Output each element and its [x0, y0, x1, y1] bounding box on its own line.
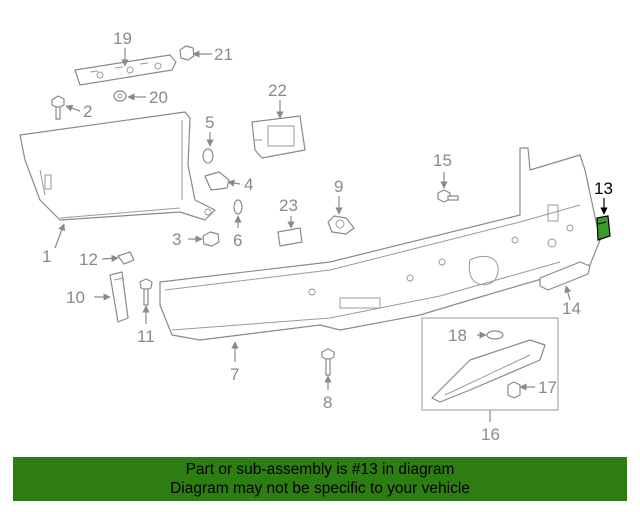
part-20-pin	[113, 90, 127, 102]
callout-4: 4	[244, 175, 253, 194]
callout-15: 15	[433, 151, 452, 170]
callout-3: 3	[172, 230, 181, 249]
part-11-screw	[139, 278, 153, 306]
part-19-bracket	[74, 54, 177, 86]
banner-line-1: Part or sub-assembly is #13 in diagram	[185, 461, 455, 478]
part-8-bolt	[321, 348, 335, 376]
callout-10: 10	[66, 288, 85, 307]
callout-19: 19	[113, 29, 132, 48]
callout-2: 2	[83, 102, 92, 121]
callout-20: 20	[149, 88, 168, 107]
part-5-grommet	[202, 148, 214, 164]
part-22-sensor-bracket	[251, 115, 306, 159]
part-1-side-bracket	[19, 111, 216, 221]
part-13-highlighted-bracket	[596, 215, 611, 241]
callout-18: 18	[448, 326, 467, 345]
callout-23: 23	[279, 196, 298, 215]
part-14-step-pad	[539, 261, 591, 291]
callout-22: 22	[268, 81, 287, 100]
callout-14: 14	[562, 299, 581, 318]
callout-16: 16	[481, 425, 500, 444]
callout-6: 6	[233, 231, 242, 250]
callout-12: 12	[79, 250, 98, 269]
callout-7: 7	[230, 365, 239, 384]
part-23-label	[277, 227, 303, 247]
leader-lines	[54, 48, 608, 422]
callout-5: 5	[205, 113, 214, 132]
callout-1: 1	[42, 247, 51, 266]
callout-21: 21	[214, 45, 233, 64]
callout-17: 17	[538, 378, 557, 397]
part-2-bolt	[51, 95, 65, 120]
callout-labels: 19 21 2 20 5 4 6 3 22 23 9 15 1 12 10 11…	[42, 29, 613, 444]
info-banner: Part or sub-assembly is #13 in diagram D…	[13, 457, 627, 501]
banner-line-2: Diagram may not be specific to your vehi…	[170, 480, 470, 497]
part-7-bumper-cover	[159, 147, 601, 341]
part-6-washer	[233, 199, 243, 215]
part-9-sensor	[327, 215, 355, 235]
part-21-nut	[179, 45, 195, 61]
part-15-bolt	[437, 189, 459, 203]
part-12-clip	[117, 251, 135, 265]
callout-11: 11	[137, 327, 155, 346]
callout-9: 9	[334, 177, 343, 196]
part-3-nut	[202, 231, 220, 247]
parts-diagram: 19 21 2 20 5 4 6 3 22 23 9 15 1 12 10 11…	[19, 29, 613, 444]
part-4-clip	[204, 171, 230, 191]
callout-13: 13	[594, 179, 613, 198]
part-10-bracket	[109, 271, 129, 323]
callout-8: 8	[323, 393, 332, 412]
